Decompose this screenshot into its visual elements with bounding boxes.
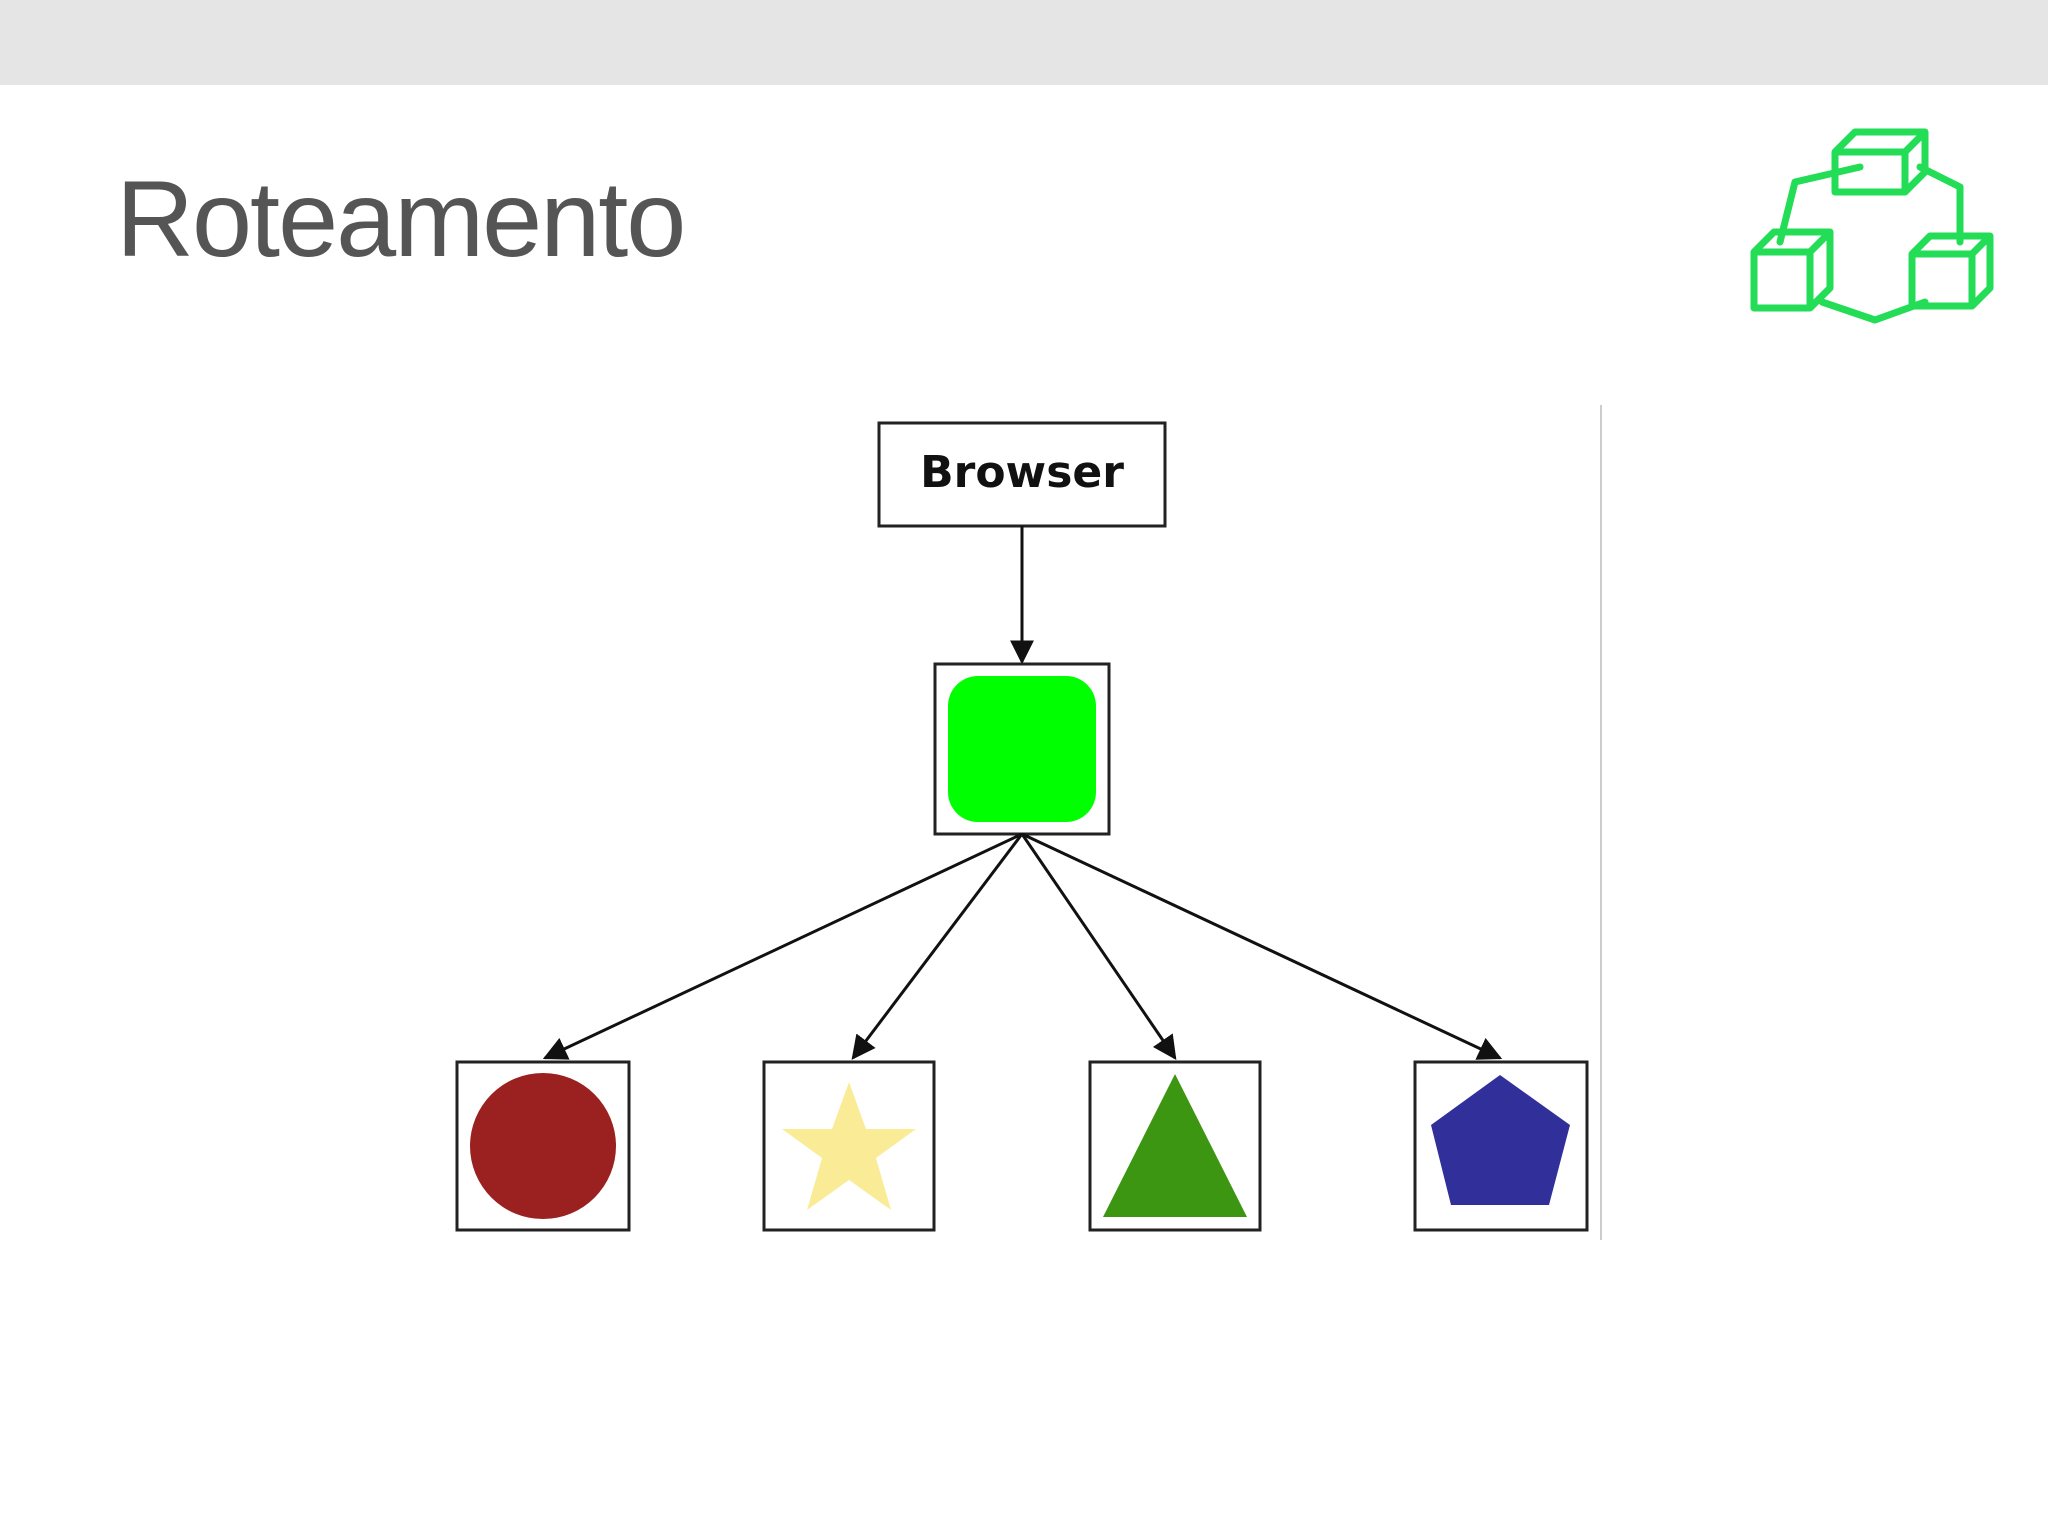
arrow-route-1 xyxy=(542,832,1023,1060)
pentagon-shape xyxy=(1431,1075,1570,1205)
router-shape xyxy=(948,676,1096,822)
arrow-route-3 xyxy=(1020,833,1177,1060)
route-node-triangle xyxy=(1088,1060,1262,1232)
browser-label: Browser xyxy=(920,447,1124,498)
top-band xyxy=(0,0,2048,85)
route-node-circle xyxy=(455,1060,631,1232)
slide-title: Roteamento xyxy=(116,158,686,279)
arrow-route-2 xyxy=(851,833,1024,1060)
star-shape xyxy=(782,1082,916,1210)
circle-shape xyxy=(470,1073,616,1219)
route-node-pentagon xyxy=(1413,1060,1589,1232)
triangle-shape xyxy=(1103,1074,1247,1217)
cubes-network-icon xyxy=(1750,128,1994,324)
arrow-route-4 xyxy=(1021,832,1503,1060)
route-node-star xyxy=(762,1060,936,1232)
browser-node: Browser xyxy=(877,421,1167,528)
router-node xyxy=(933,662,1111,836)
